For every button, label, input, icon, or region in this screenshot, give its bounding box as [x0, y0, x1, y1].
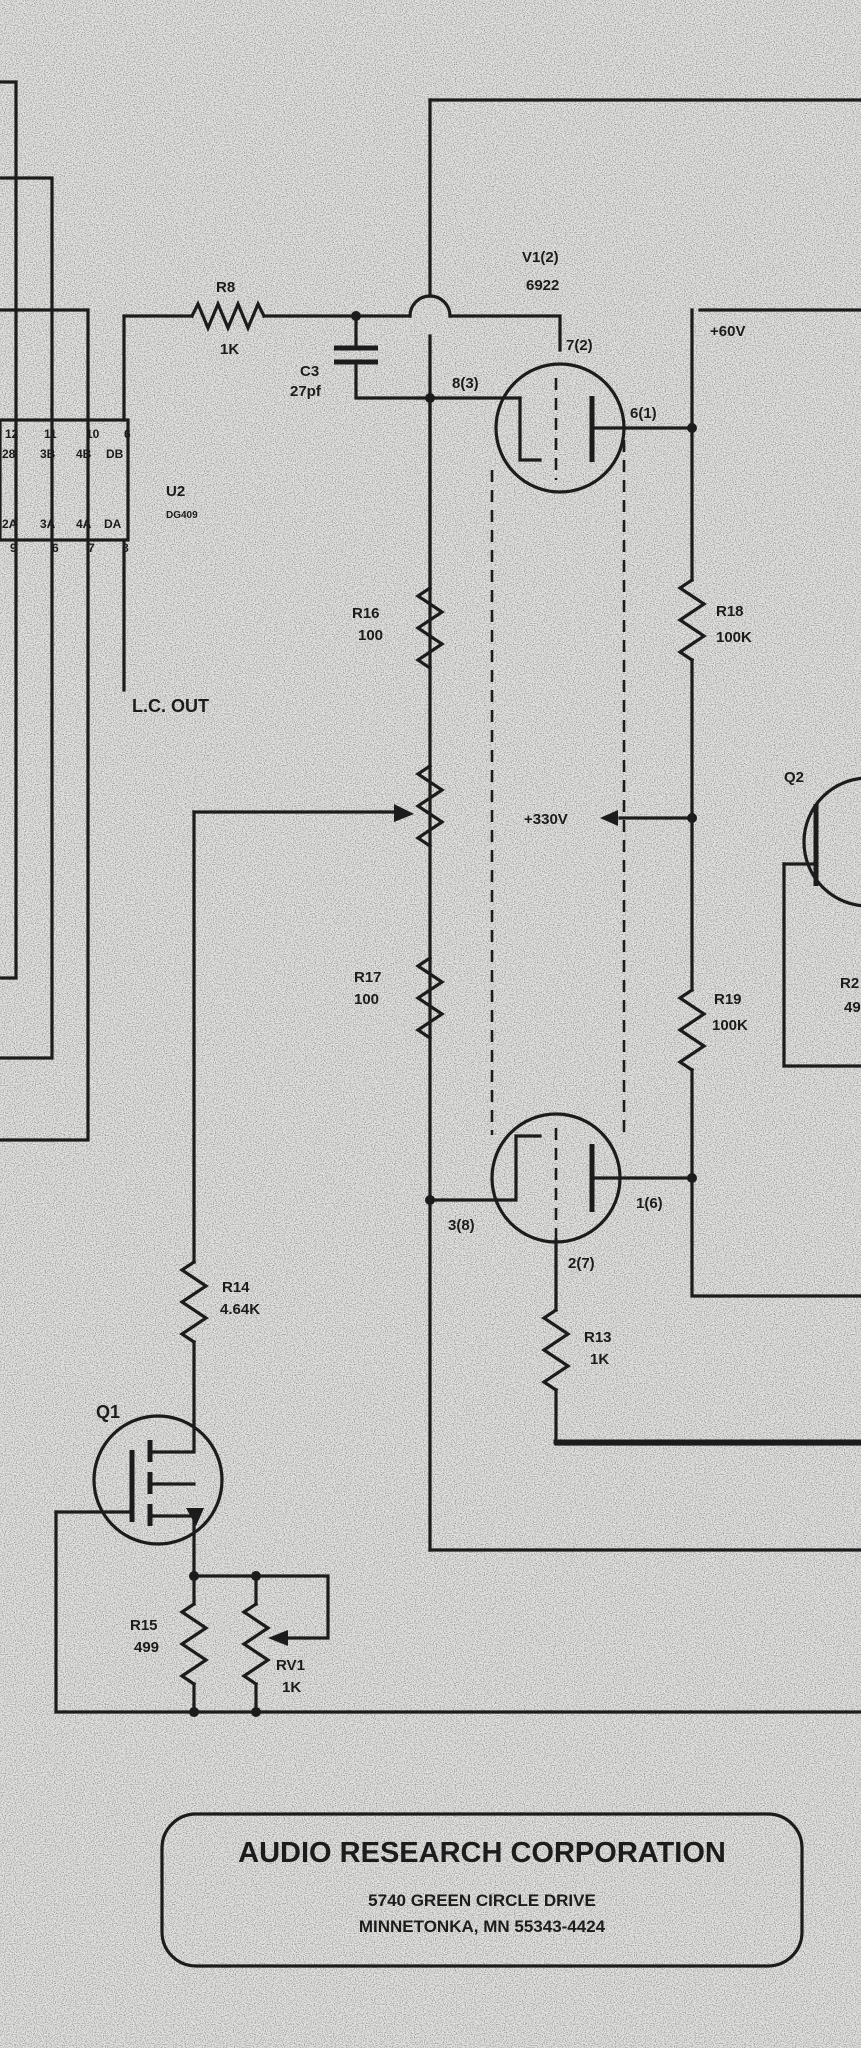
title-block: AUDIO RESEARCH CORPORATION 5740 GREEN CI… — [160, 1812, 804, 1968]
rv1-value: 1K — [282, 1679, 301, 1696]
r19-ref: R19 — [714, 991, 742, 1008]
r19-value: 100K — [712, 1017, 748, 1034]
u2-pin: 11 — [44, 427, 57, 441]
r14-ref: R14 — [222, 1279, 250, 1296]
r2x-ref: R2 — [840, 975, 859, 992]
v1-pin: 2(7) — [568, 1255, 595, 1272]
trim-potentiometer — [192, 763, 445, 849]
r16-value: 100 — [358, 627, 383, 644]
u2-part: DG409 — [166, 510, 198, 521]
r16-ref: R16 — [352, 605, 380, 622]
left-bus-wires — [0, 80, 90, 1142]
u2-pin: 2A — [2, 517, 18, 531]
u2-pin: 4A — [76, 517, 92, 531]
u2-pin: 3A — [40, 517, 56, 531]
r8-ref: R8 — [216, 279, 235, 296]
v1-pin: 3(8) — [448, 1217, 475, 1234]
r8-resistor: R8 1K — [189, 279, 267, 358]
company-street: 5740 GREEN CIRCLE DRIVE — [368, 1891, 596, 1910]
r18-ref: R18 — [716, 603, 744, 620]
q1-mosfet: Q1 — [54, 1402, 861, 1714]
q2-ref: Q2 — [784, 769, 804, 786]
r15-resistor: R15 499 — [130, 1574, 209, 1714]
u2-pin: 10 — [86, 427, 100, 441]
u2-pin: 6 — [124, 427, 131, 441]
u2-pin: DB — [106, 447, 124, 461]
c3-capacitor: C3 27pf — [290, 314, 432, 400]
lc-out-label: L.C. OUT — [132, 696, 209, 716]
r13-ref: R13 — [584, 1329, 612, 1346]
q1-ref: Q1 — [96, 1402, 120, 1422]
v1-upper-triode: V1(2) 6922 7(2) 8(3) 6(1) — [428, 249, 694, 494]
u2-pin: DA — [104, 517, 122, 531]
u2-pin: 3B — [40, 447, 56, 461]
company-name: AUDIO RESEARCH CORPORATION — [238, 1837, 726, 1869]
r13-resistor: R13 1K — [541, 1307, 612, 1393]
c3-ref: C3 — [300, 363, 319, 380]
c3-value: 27pf — [290, 383, 322, 400]
r8-value: 1K — [220, 341, 239, 358]
q2-transistor: Q2 R2 49 — [782, 769, 861, 1068]
v60-label: +60V — [710, 323, 745, 340]
r16-resistor: R16 100 — [352, 585, 445, 671]
v1-pin: 7(2) — [566, 337, 593, 354]
u2-pin: 7 — [88, 541, 95, 555]
r14-value: 4.64K — [220, 1301, 260, 1318]
r13-value: 1K — [590, 1351, 609, 1368]
v1-lower-triode: 3(8) 2(7) 1(6) — [428, 1112, 694, 1312]
u2-pin: 6 — [52, 541, 59, 555]
u2-pin: 4B — [76, 447, 92, 461]
v1-ref: V1(2) — [522, 249, 559, 266]
r18-value: 100K — [716, 629, 752, 646]
u2-ref: U2 — [166, 483, 185, 500]
r18-resistor: R18 100K — [677, 577, 752, 663]
v1-part: 6922 — [526, 277, 559, 294]
rv1-potentiometer: RV1 1K — [241, 1574, 330, 1714]
r17-ref: R17 — [354, 969, 382, 986]
company-city: MINNETONKA, MN 55343-4424 — [359, 1917, 606, 1936]
v330-label: +330V — [524, 811, 568, 828]
r15-value: 499 — [134, 1639, 159, 1656]
r17-resistor: R17 100 — [354, 955, 445, 1041]
r15-ref: R15 — [130, 1617, 158, 1634]
u2-pin: 28 — [2, 447, 16, 461]
v1-pin: 1(6) — [636, 1195, 663, 1212]
r14-resistor: R14 4.64K — [179, 1259, 260, 1345]
r19-resistor: R19 100K — [677, 987, 748, 1073]
u2-pin: 9 — [10, 541, 17, 555]
r2x-value: 49 — [844, 999, 861, 1016]
r17-value: 100 — [354, 991, 379, 1008]
v1-pin: 8(3) — [452, 375, 479, 392]
v1-pin: 6(1) — [630, 405, 657, 422]
u2-switch: U2 DG409 12 28 11 3B 10 4B 6 DB 2A 9 3A … — [0, 314, 209, 716]
rv1-ref: RV1 — [276, 1657, 305, 1674]
u2-pin: 12 — [5, 427, 19, 441]
